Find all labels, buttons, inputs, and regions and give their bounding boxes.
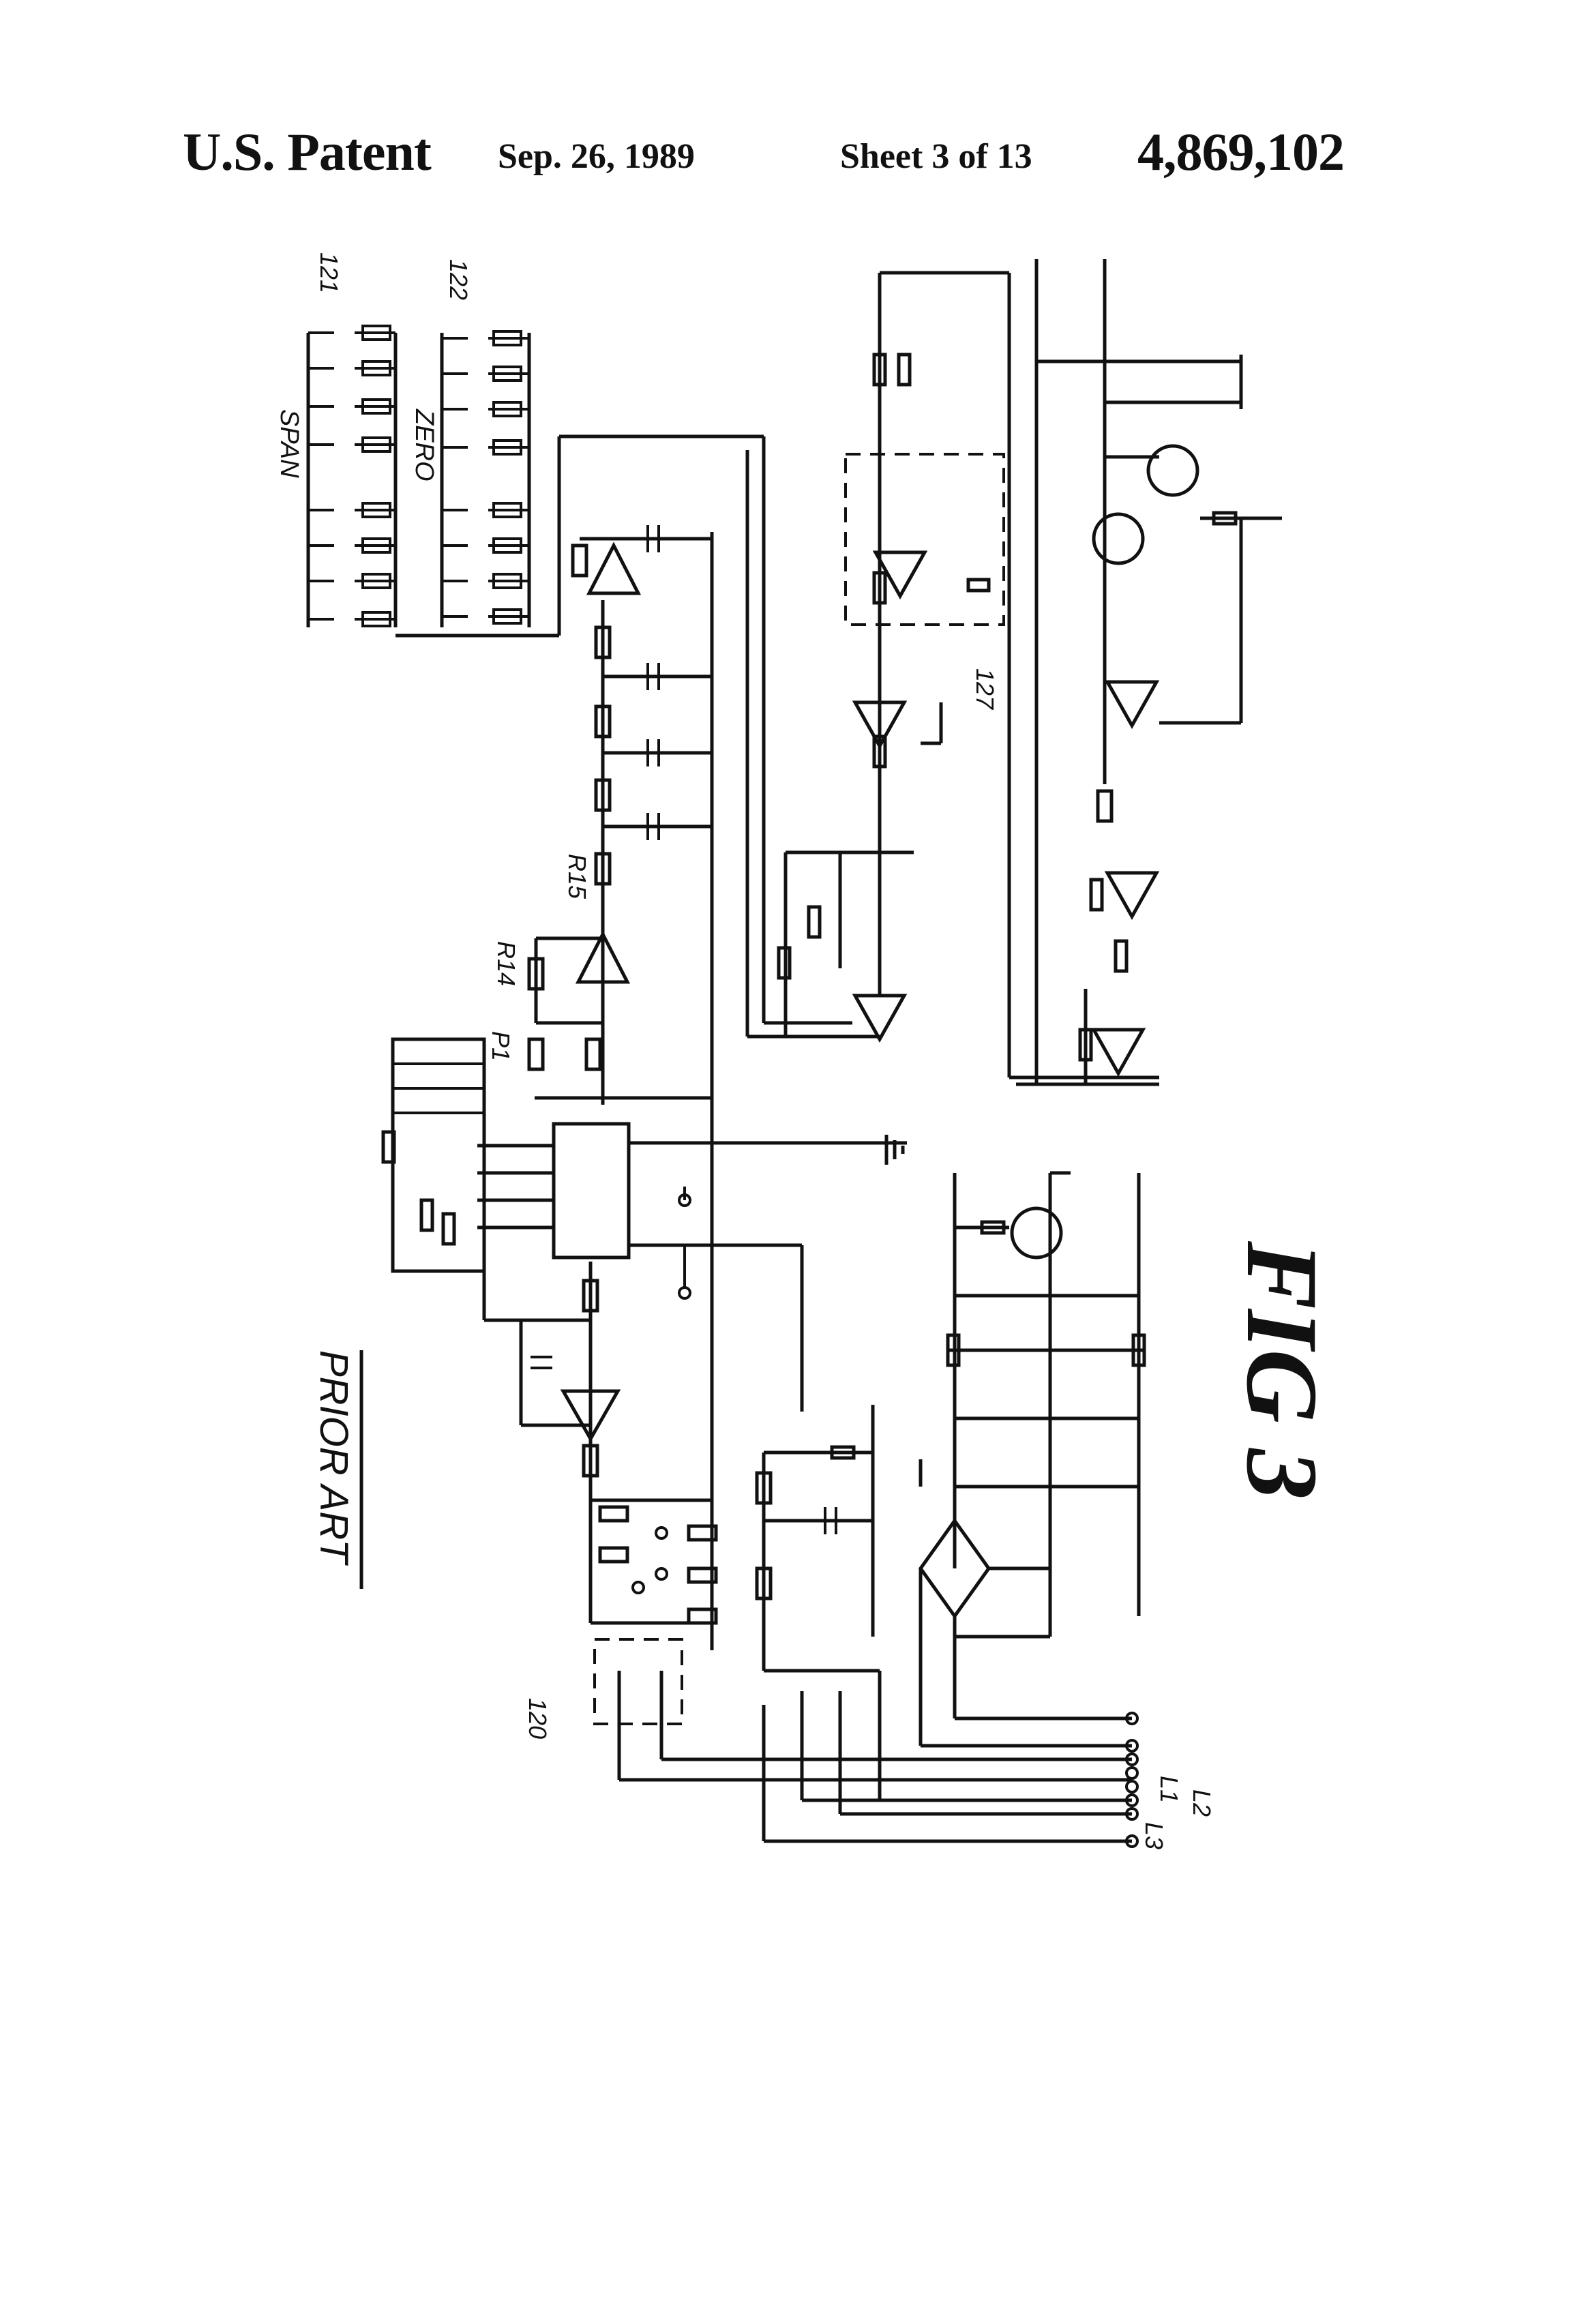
label-span: SPAN: [275, 409, 303, 478]
right-output-column: [1016, 259, 1282, 1086]
label-ref-120: 120: [524, 1698, 552, 1739]
label-zero: ZERO: [410, 408, 438, 481]
label-l1: L1: [1155, 1776, 1183, 1803]
label-p1: P1: [487, 1031, 515, 1061]
label-l3: L3: [1140, 1822, 1168, 1849]
prior-art-label: PRIOR ART: [312, 1350, 356, 1566]
label-r14: R14: [492, 941, 520, 986]
control-section: [755, 1391, 1132, 1843]
label-ref-127: 127: [971, 668, 999, 711]
input-section: [519, 1262, 718, 1625]
label-r15: R15: [563, 854, 591, 899]
label-l2: L2: [1188, 1789, 1216, 1817]
terminal-strip: [1125, 1712, 1139, 1848]
ic-block: [381, 1037, 907, 1650]
label-ref-122: 122: [445, 259, 473, 300]
figure-caption: FIG 3: [1225, 1240, 1339, 1500]
patent-number: 4,869,102: [1137, 122, 1345, 181]
label-ref-121: 121: [315, 252, 343, 293]
patent-date: Sep. 26, 1989: [498, 137, 695, 176]
transformer-120: [593, 1638, 1132, 1782]
patent-header-title: U.S. Patent: [183, 122, 432, 181]
sheet-number: Sheet 3 of 13: [840, 137, 1032, 176]
power-supply: [918, 1171, 1146, 1748]
output-stage-127: [745, 271, 1159, 1079]
amplifier-chain: [527, 525, 714, 1187]
span-switch-bank: [306, 325, 398, 627]
zero-switch-bank: [395, 330, 764, 638]
